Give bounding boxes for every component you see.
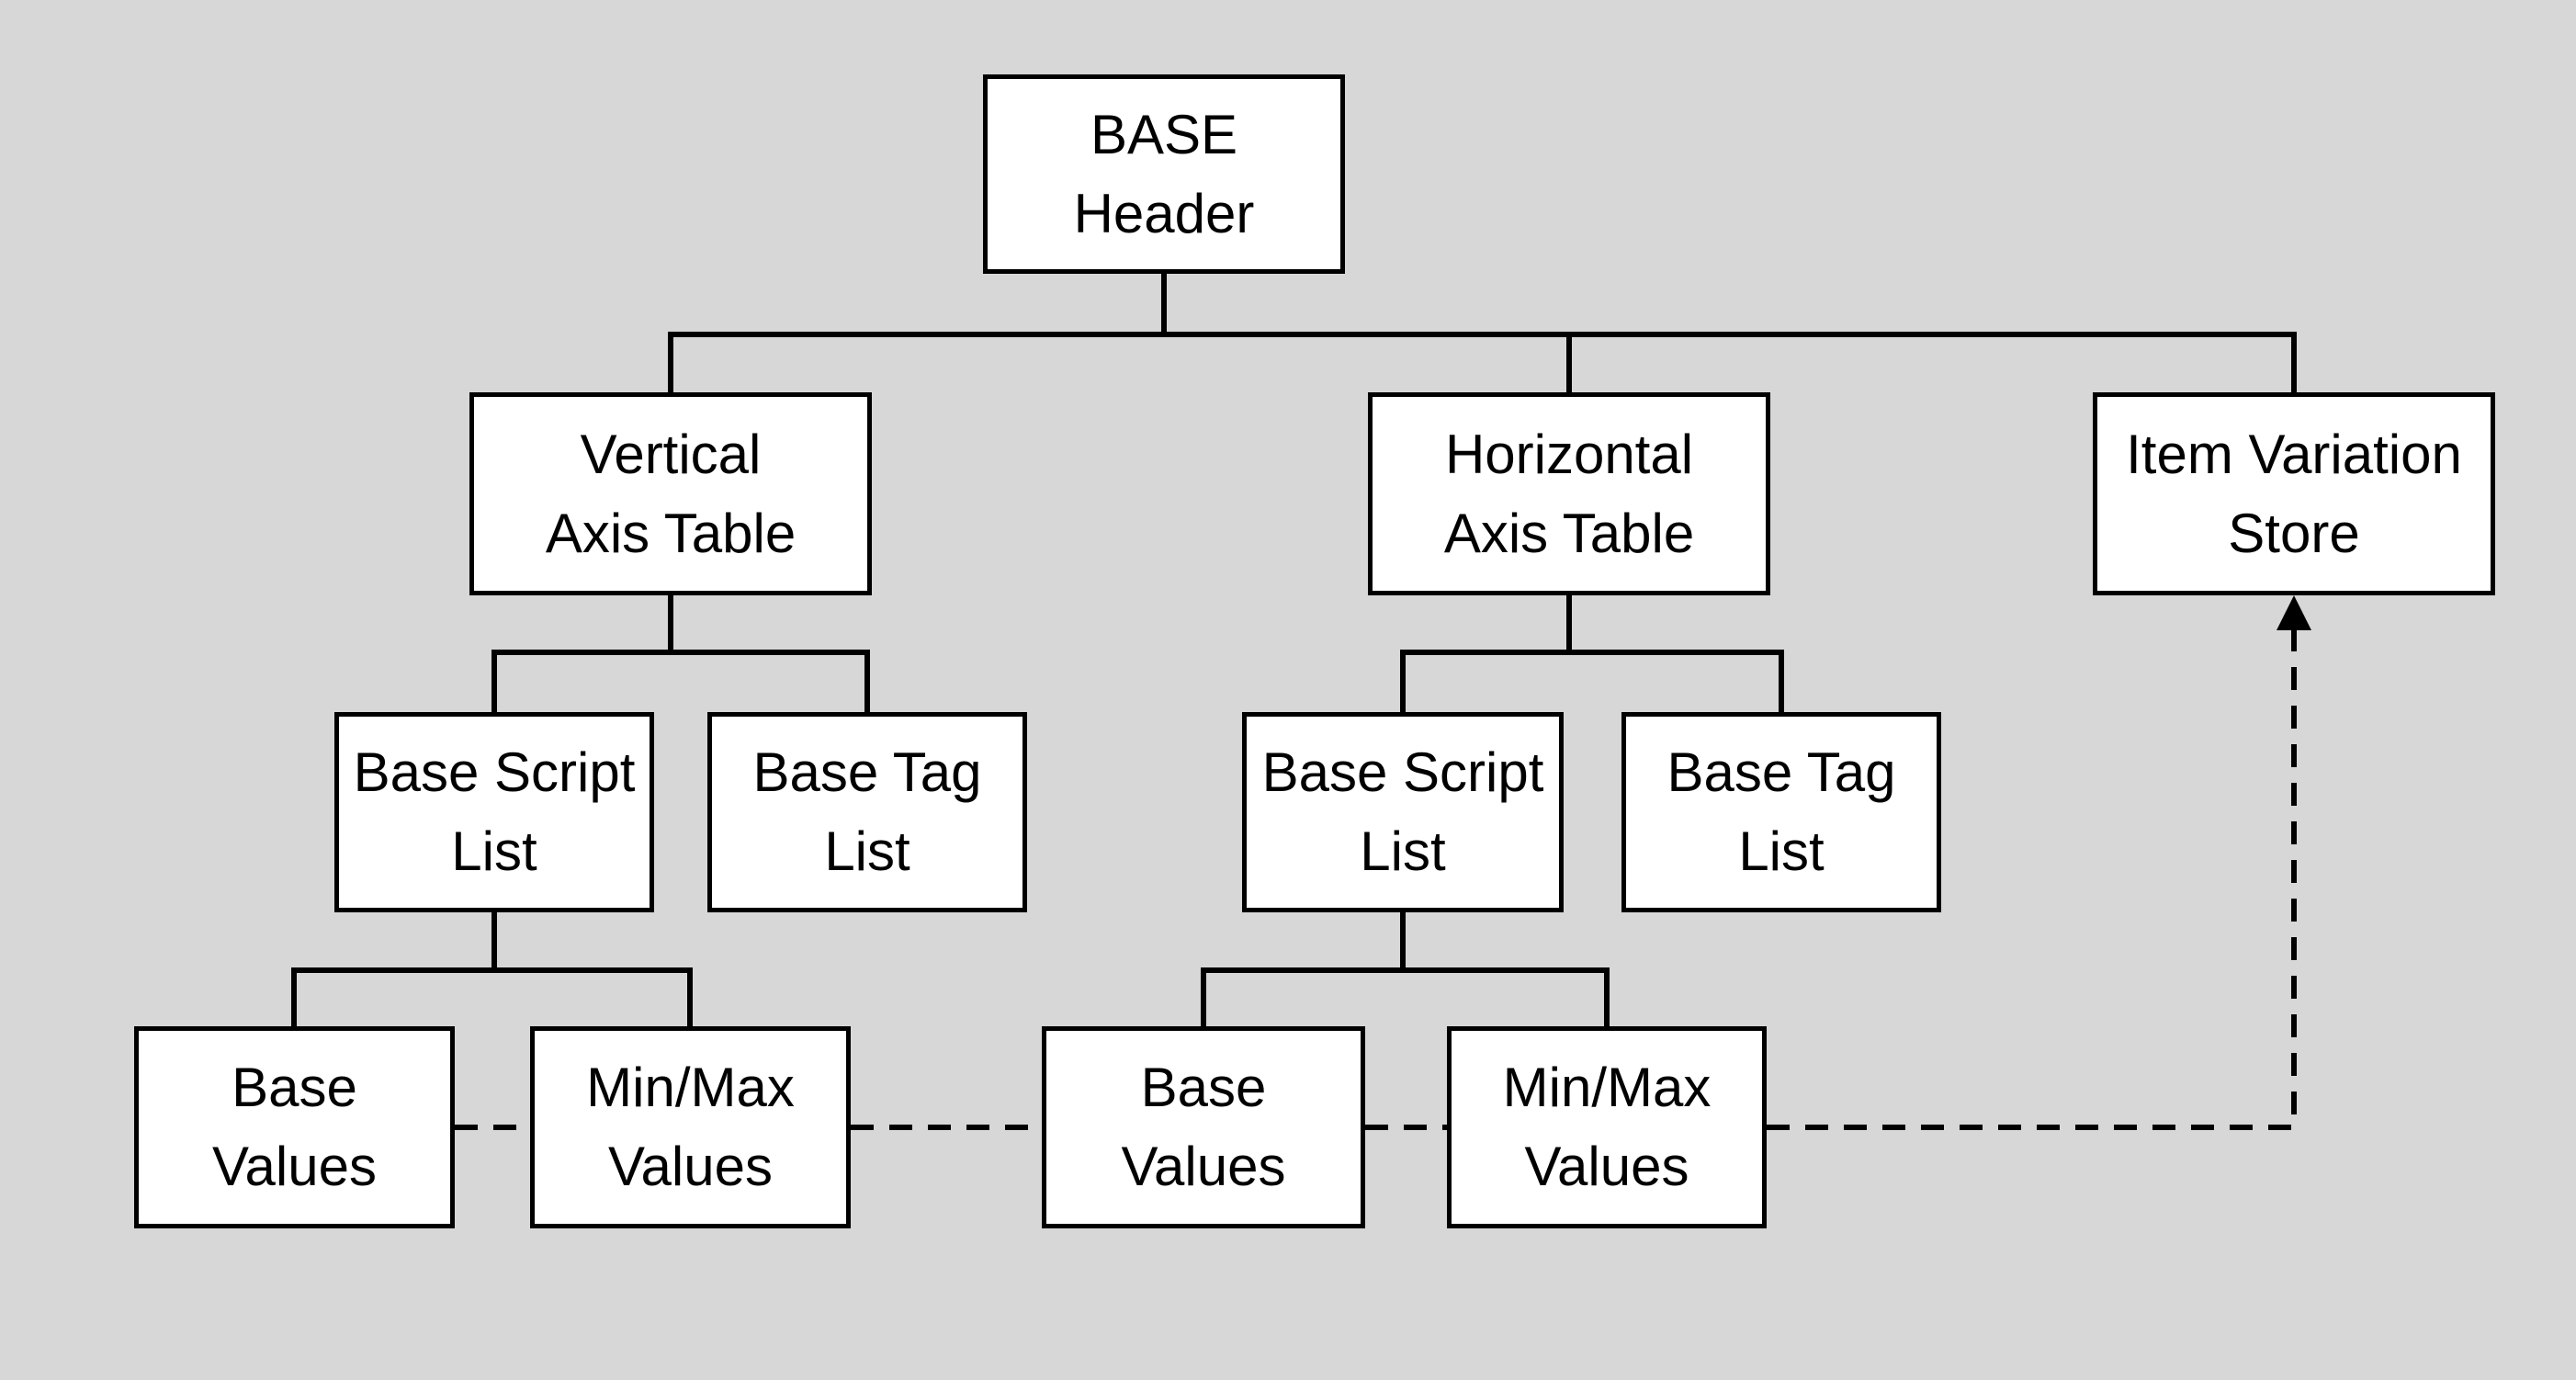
node-base-values-vertical: Base Values <box>134 1026 455 1228</box>
node-label: Min/Max Values <box>1502 1057 1712 1197</box>
node-base-tag-list-vertical: Base Tag List <box>707 712 1027 912</box>
node-item-variation-store: Item Variation Store <box>2093 392 2495 595</box>
node-label: Base Values <box>211 1057 377 1197</box>
node-minmax-values-vertical: Min/Max Values <box>530 1026 851 1228</box>
node-horizontal-axis-table: Horizontal Axis Table <box>1368 392 1770 595</box>
node-label: Base Tag List <box>752 741 982 882</box>
node-base-values-horizontal: Base Values <box>1042 1026 1365 1228</box>
node-label: Base Script List <box>1261 741 1544 882</box>
node-label: Base Values <box>1121 1057 1286 1197</box>
node-base-tag-list-horizontal: Base Tag List <box>1621 712 1941 912</box>
node-label: Min/Max Values <box>586 1057 795 1197</box>
node-label: Vertical Axis Table <box>545 423 797 564</box>
arrowhead-up-icon <box>2277 595 2311 630</box>
node-minmax-values-horizontal: Min/Max Values <box>1447 1026 1767 1228</box>
node-vertical-axis-table: Vertical Axis Table <box>469 392 872 595</box>
node-label: Base Script List <box>353 741 636 882</box>
node-label: Horizontal Axis Table <box>1443 423 1695 564</box>
node-base-script-list-vertical: Base Script List <box>334 712 654 912</box>
node-base-header: BASE Header <box>983 74 1345 274</box>
node-base-script-list-horizontal: Base Script List <box>1242 712 1564 912</box>
dashed-connectors <box>455 628 2297 1130</box>
solid-connectors <box>291 271 2297 1029</box>
node-label: Item Variation Store <box>2126 423 2462 564</box>
node-label: Base Tag List <box>1666 741 1896 882</box>
node-label: BASE Header <box>1073 103 1255 244</box>
